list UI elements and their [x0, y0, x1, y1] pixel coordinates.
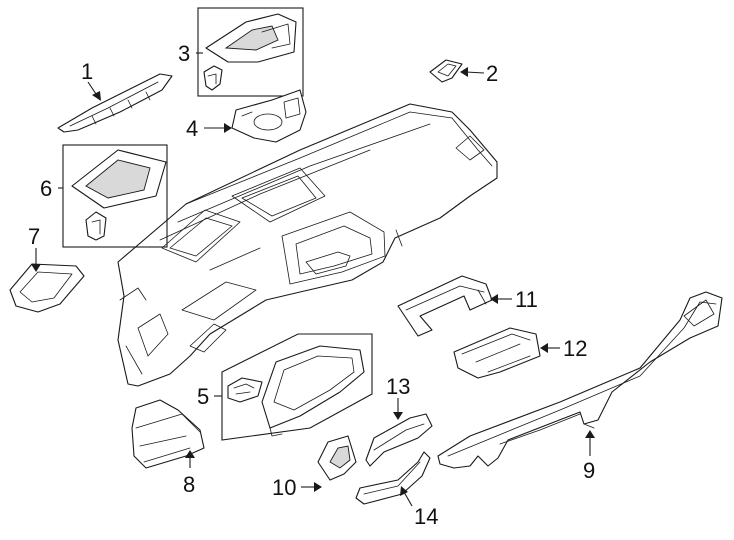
part-9-console-trim — [437, 291, 723, 469]
part-6-display-bezel — [62, 144, 168, 248]
callout-8: 8 — [183, 472, 195, 497]
callout-6: 6 — [40, 176, 52, 201]
callout-1: 1 — [81, 59, 93, 84]
part-10-cover — [317, 435, 357, 481]
callout-4: 4 — [186, 116, 198, 141]
part-3-panel-set — [197, 7, 304, 97]
callout-5: 5 — [197, 384, 209, 409]
part-1-trim-strip — [57, 73, 173, 133]
part-4-center-bracket — [231, 89, 307, 143]
part-5-cluster-housing — [221, 333, 373, 441]
instrument-panel — [117, 103, 498, 387]
callout-10: 10 — [272, 475, 296, 500]
part-2-bracket — [429, 59, 463, 83]
callout-13: 13 — [386, 374, 410, 399]
part-11-bracket — [397, 275, 493, 337]
callout-14: 14 — [414, 504, 438, 529]
callout-7: 7 — [28, 224, 40, 249]
part-12-duct — [453, 327, 541, 379]
callout-9: 9 — [583, 458, 595, 483]
callout-3: 3 — [178, 41, 190, 66]
callout-11: 11 — [515, 287, 538, 312]
part-7-trim-panel — [9, 263, 85, 313]
callout-12: 12 — [563, 336, 587, 361]
leader-lines — [31, 52, 595, 507]
callout-labels: 1 2 3 4 5 6 7 8 9 10 11 12 13 14 — [28, 41, 595, 529]
part-8-knee-bolster — [131, 399, 205, 469]
callout-2: 2 — [486, 61, 498, 86]
part-14-trim-strip — [355, 451, 431, 505]
part-13-trim-strip — [365, 413, 433, 467]
